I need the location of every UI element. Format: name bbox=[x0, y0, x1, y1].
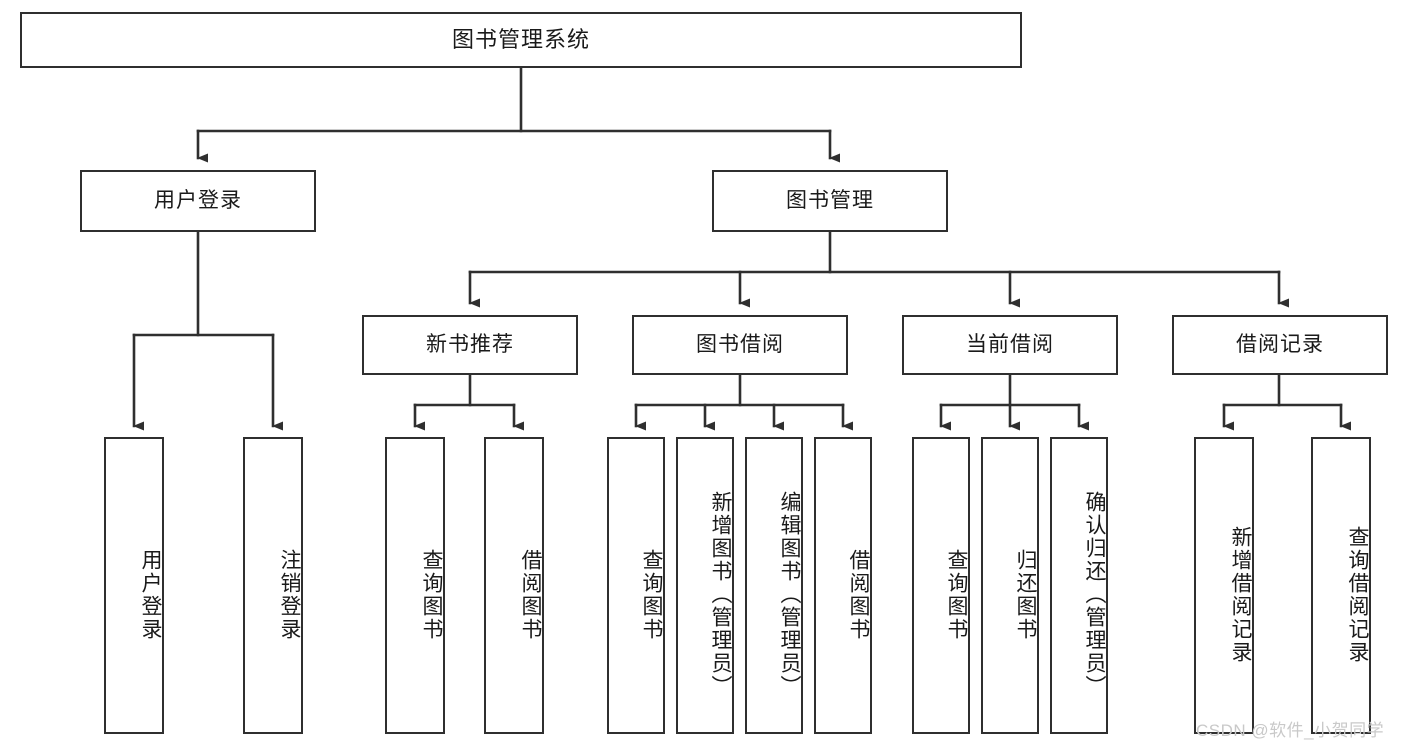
node-label: 确认归还（管理员） bbox=[1083, 491, 1106, 698]
node-label: 新增图书（管理员） bbox=[709, 491, 732, 698]
node-label: 查询图书 bbox=[640, 548, 663, 641]
node-root-book-management-system[interactable]: 图书管理系统 bbox=[20, 12, 1022, 68]
node-leaf-borrow-book-recommend[interactable]: 借阅图书 bbox=[484, 437, 544, 734]
node-leaf-return-book[interactable]: 归还图书 bbox=[981, 437, 1039, 734]
node-label: 用户登录 bbox=[139, 548, 162, 641]
node-label: 新书推荐 bbox=[426, 333, 514, 357]
node-leaf-logout-login[interactable]: 注销登录 bbox=[243, 437, 303, 734]
node-label: 图书管理系统 bbox=[451, 26, 590, 52]
node-leaf-add-book-admin[interactable]: 新增图书（管理员） bbox=[676, 437, 734, 734]
node-label: 查询图书 bbox=[945, 548, 968, 641]
node-leaf-confirm-return-admin[interactable]: 确认归还（管理员） bbox=[1050, 437, 1108, 734]
node-label: 借阅图书 bbox=[519, 548, 542, 641]
node-label: 注销登录 bbox=[278, 548, 301, 641]
node-leaf-edit-book-admin[interactable]: 编辑图书（管理员） bbox=[745, 437, 803, 734]
node-label: 图书管理 bbox=[786, 189, 874, 213]
node-label: 查询图书 bbox=[420, 548, 443, 641]
node-label: 编辑图书（管理员） bbox=[778, 491, 801, 698]
node-leaf-query-book-recommend[interactable]: 查询图书 bbox=[385, 437, 445, 734]
node-label: 新增借阅记录 bbox=[1229, 525, 1252, 664]
node-book-management[interactable]: 图书管理 bbox=[712, 170, 948, 232]
node-borrow-record[interactable]: 借阅记录 bbox=[1172, 315, 1388, 375]
csdn-watermark: CSDN @软件_小贺同学 bbox=[1196, 721, 1385, 740]
node-label: 借阅记录 bbox=[1236, 333, 1324, 357]
node-leaf-query-book-borrow[interactable]: 查询图书 bbox=[607, 437, 665, 734]
node-label: 图书借阅 bbox=[696, 333, 784, 357]
node-current-borrow[interactable]: 当前借阅 bbox=[902, 315, 1118, 375]
node-label: 归还图书 bbox=[1014, 548, 1037, 641]
node-user-login[interactable]: 用户登录 bbox=[80, 170, 316, 232]
node-label: 用户登录 bbox=[154, 189, 242, 213]
node-leaf-borrow-book[interactable]: 借阅图书 bbox=[814, 437, 872, 734]
node-leaf-user-login[interactable]: 用户登录 bbox=[104, 437, 164, 734]
node-new-book-recommend[interactable]: 新书推荐 bbox=[362, 315, 578, 375]
node-book-borrow[interactable]: 图书借阅 bbox=[632, 315, 848, 375]
node-leaf-query-borrow-record[interactable]: 查询借阅记录 bbox=[1311, 437, 1371, 734]
node-label: 查询借阅记录 bbox=[1346, 525, 1369, 664]
node-label: 借阅图书 bbox=[847, 548, 870, 641]
node-leaf-add-borrow-record[interactable]: 新增借阅记录 bbox=[1194, 437, 1254, 734]
node-leaf-query-book-current[interactable]: 查询图书 bbox=[912, 437, 970, 734]
node-label: 当前借阅 bbox=[966, 333, 1054, 357]
